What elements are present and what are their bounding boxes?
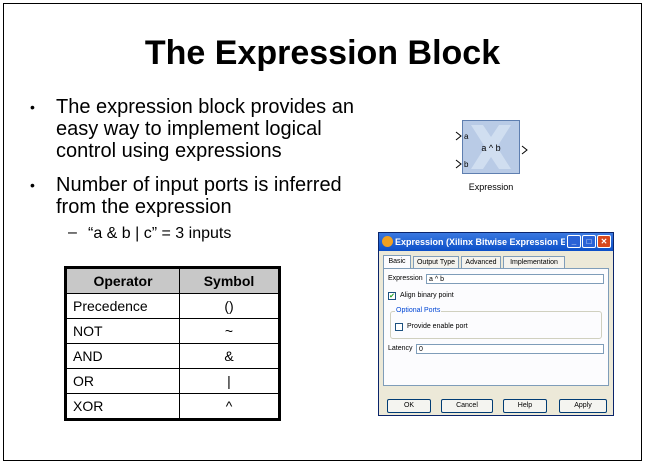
dialog-titlebar: Expression (Xilinx Bitwise Expression Ev… (379, 233, 613, 251)
sub-bullet-marker: – (68, 224, 77, 241)
header-symbol: Symbol (179, 268, 279, 294)
bullet-1-text: The expression block provides an easy wa… (56, 96, 354, 162)
minimize-button[interactable]: _ (567, 235, 581, 248)
table-row: XOR ^ (66, 393, 279, 419)
latency-label: Latency (388, 345, 413, 352)
bullet-marker: • (30, 99, 35, 115)
align-binary-point-checkbox[interactable]: ✔ (388, 292, 396, 300)
tab-implementation[interactable]: Implementation (503, 256, 565, 268)
symbol-cell: ~ (179, 318, 279, 344)
tab-basic[interactable]: Basic (383, 255, 411, 268)
operator-cell: OR (66, 368, 180, 394)
table-row: AND & (66, 343, 279, 369)
slide-title: The Expression Block (144, 34, 501, 72)
bullet-1: • The expression block provides an easy … (30, 96, 376, 162)
optional-ports-label: Optional Ports (395, 307, 442, 314)
apply-button[interactable]: Apply (559, 399, 607, 413)
input-port-a-label: a (464, 132, 469, 141)
maximize-button[interactable]: □ (582, 235, 596, 248)
symbol-cell: | (179, 368, 279, 394)
tab-advanced[interactable]: Advanced (461, 256, 501, 268)
tab-panel-basic: Expression a ^ b ✔ Align binary point Op… (383, 268, 609, 386)
table-row: Precedence () (66, 293, 279, 319)
ok-button[interactable]: OK (387, 399, 431, 413)
provide-enable-port-label: Provide enable port (407, 323, 468, 330)
table-header-row: Operator Symbol (66, 268, 279, 294)
align-binary-point-label: Align binary point (400, 292, 454, 299)
close-button[interactable]: ✕ (597, 235, 611, 248)
operator-cell: Precedence (66, 293, 180, 319)
tab-output-type[interactable]: Output Type (413, 256, 459, 268)
bullet-2: • Number of input ports is inferred from… (30, 174, 376, 218)
provide-enable-port-checkbox[interactable] (395, 323, 403, 331)
expression-input[interactable]: a ^ b (426, 274, 604, 284)
optional-ports-group: Optional Ports Provide enable port (390, 307, 602, 339)
symbol-cell: ^ (179, 393, 279, 419)
block-caption: Expression (468, 182, 514, 192)
block-expression-label: a ^ b (481, 143, 501, 153)
operator-cell: XOR (66, 393, 180, 419)
table-row: NOT ~ (66, 318, 279, 344)
expression-label: Expression (388, 275, 423, 282)
operator-table: Operator Symbol Precedence () NOT ~ AND … (64, 266, 281, 421)
sub-bullet: – “a & b | c” = 3 inputs (68, 224, 232, 243)
help-button[interactable]: Help (503, 399, 547, 413)
dialog-title: Expression (Xilinx Bitwise Expression Ev… (395, 237, 565, 247)
header-operator: Operator (66, 268, 180, 294)
table-row: OR | (66, 368, 279, 394)
bullet-marker: • (30, 177, 35, 193)
xilinx-logo-icon (471, 125, 511, 169)
operator-cell: NOT (66, 318, 180, 344)
sub-bullet-text: “a & b | c” = 3 inputs (88, 225, 232, 242)
symbol-cell: () (179, 293, 279, 319)
bullet-2-text: Number of input ports is inferred from t… (56, 174, 342, 218)
expression-block[interactable]: a ^ b (462, 120, 520, 174)
input-port-b-label: b (464, 160, 469, 169)
cancel-button[interactable]: Cancel (441, 399, 493, 413)
operator-cell: AND (66, 343, 180, 369)
expression-dialog: Expression (Xilinx Bitwise Expression Ev… (378, 232, 614, 416)
xilinx-app-icon (382, 236, 393, 247)
symbol-cell: & (179, 343, 279, 369)
port-arrows-icon (455, 131, 528, 169)
latency-input[interactable]: 0 (416, 344, 604, 354)
